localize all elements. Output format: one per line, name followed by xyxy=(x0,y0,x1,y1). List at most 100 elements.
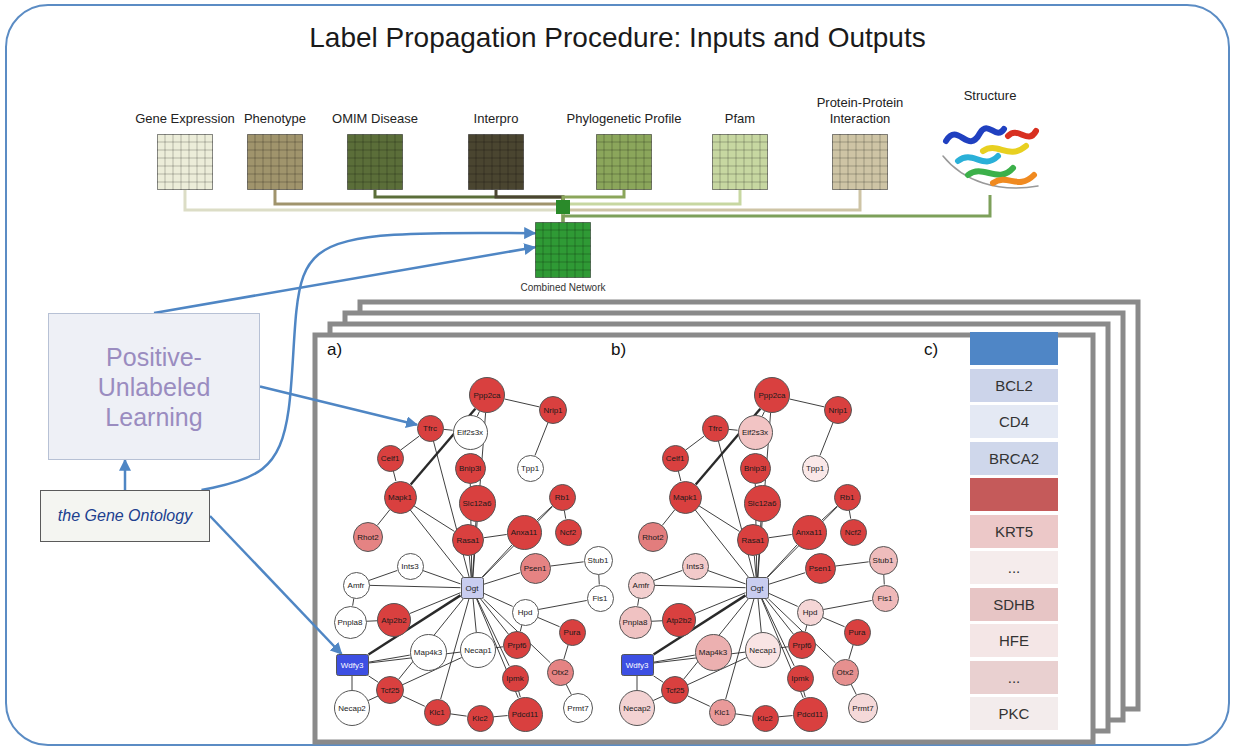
connector xyxy=(638,598,639,605)
gene-name: Ipmk xyxy=(791,674,808,683)
connector xyxy=(768,507,838,577)
connector xyxy=(484,573,521,585)
gene-name: Psen1 xyxy=(524,564,547,573)
table-cell: HFE xyxy=(970,624,1058,657)
gene-node: Psen1 xyxy=(805,553,836,584)
connector xyxy=(505,399,540,407)
connector xyxy=(566,684,571,695)
connector xyxy=(401,436,419,450)
gene-name: Celf1 xyxy=(381,454,400,463)
gene-name: Rb1 xyxy=(840,493,855,502)
gene-name: Hpd xyxy=(518,608,533,617)
connector xyxy=(496,646,503,648)
gene-node: Rhot2 xyxy=(353,522,383,552)
data-source: OMIM Disease xyxy=(332,111,418,190)
gene-name: Ogt xyxy=(466,584,479,593)
matrix-grid xyxy=(347,134,403,190)
gene-node: Pdcd11 xyxy=(793,697,828,732)
gene-name: Stub1 xyxy=(588,556,609,565)
gene-name: Ints3 xyxy=(401,562,418,571)
connector xyxy=(493,716,507,717)
gene-name: Pnpla8 xyxy=(338,618,363,627)
gene-node: Ipmk xyxy=(787,665,814,692)
gene-node: Eif2s3x xyxy=(453,415,488,450)
gene-name: Wdfy3 xyxy=(341,661,364,670)
gene-name: Rhot2 xyxy=(357,533,378,542)
gene-node: Klc2 xyxy=(752,705,779,732)
gene-node: Ppp2ca xyxy=(754,377,790,413)
connector xyxy=(154,247,535,313)
source-heading: OMIM Disease xyxy=(332,111,418,127)
gene-name: Hpd xyxy=(803,608,818,617)
gene-name: Necap2 xyxy=(338,704,366,713)
gene-node: Mapk1 xyxy=(384,481,417,514)
gene-name: Tpp1 xyxy=(521,464,539,473)
gene-node: Pdcd11 xyxy=(508,697,543,732)
gene-name: Prmt7 xyxy=(567,704,588,713)
gene-name: Wdfy3 xyxy=(626,661,649,670)
learning-box: Positive-Unlabeled Learning xyxy=(48,313,260,460)
gene-node: Fis1 xyxy=(587,585,614,612)
gene-name: Prpf6 xyxy=(792,641,811,650)
connector xyxy=(484,534,507,537)
gene-node: Bnip3l xyxy=(740,453,771,484)
gene-symbol: BRCA2 xyxy=(989,450,1039,467)
gene-name: Klc1 xyxy=(714,708,730,717)
gene-node: Tcf25 xyxy=(376,676,404,704)
front-frame xyxy=(315,335,1093,742)
gene-node: Prpf6 xyxy=(503,631,531,659)
connector xyxy=(366,620,377,621)
gene-name: Klc1 xyxy=(429,708,445,717)
gene-node: Prmt7 xyxy=(848,693,878,723)
gene-name: Tcf25 xyxy=(665,686,684,695)
gene-node: Tpp1 xyxy=(802,455,829,482)
gene-node: Mapk1 xyxy=(669,481,702,514)
gene-node: Otx2 xyxy=(832,659,859,686)
table-cell: BCL2 xyxy=(970,369,1058,402)
panel-letter: b) xyxy=(611,340,626,360)
gene-name: Fis1 xyxy=(877,594,892,603)
gene-node: Tcf25 xyxy=(661,676,689,704)
gene-node: Slc12a6 xyxy=(744,485,781,522)
connector xyxy=(883,574,885,584)
gene-name: Nrip1 xyxy=(828,406,847,415)
ontology-name: the Gene Ontology xyxy=(58,507,192,525)
connector xyxy=(484,593,513,606)
gene-name: Anxa11 xyxy=(796,528,823,537)
table-cell: KRT5 xyxy=(970,515,1058,548)
gene-name: Necap2 xyxy=(623,704,651,713)
gene-node: Ints3 xyxy=(397,553,424,580)
gene-node: Tfrc xyxy=(702,415,729,442)
gene-node: Rasa1 xyxy=(737,524,769,556)
gene-node: Stub1 xyxy=(584,546,613,575)
source-heading: Pfam xyxy=(725,111,755,127)
source-heading: Interpro xyxy=(474,111,519,127)
connector xyxy=(851,684,856,695)
connector xyxy=(754,556,756,577)
connector xyxy=(688,696,710,706)
gene-node: Prmt7 xyxy=(563,693,593,723)
connector xyxy=(805,625,807,631)
gene-name: Anxa11 xyxy=(511,528,538,537)
gene-name: Slc12a6 xyxy=(748,499,777,508)
connector xyxy=(769,534,792,537)
connector xyxy=(766,599,794,634)
gene-name: Ints3 xyxy=(686,562,703,571)
merge-joint xyxy=(556,200,570,214)
gene-name: Pdcd11 xyxy=(797,710,824,719)
connector xyxy=(762,411,764,416)
data-source: Gene Expression xyxy=(135,111,235,190)
connector xyxy=(369,570,398,580)
source-heading: Phenotype xyxy=(244,111,306,127)
gene-node: Slc12a6 xyxy=(459,485,496,522)
gene-node: Anxa11 xyxy=(507,515,542,550)
gene-node: Rb1 xyxy=(549,484,576,511)
gene-node: Prpf6 xyxy=(788,631,816,659)
connector xyxy=(535,423,548,455)
gene-node: Hpd xyxy=(797,599,824,626)
gene-node: Hpd xyxy=(512,599,539,626)
gene-node: Map4k3 xyxy=(695,634,732,671)
connector xyxy=(275,190,563,222)
connector xyxy=(496,190,563,222)
gene-node: Ppp2ca xyxy=(469,377,505,413)
